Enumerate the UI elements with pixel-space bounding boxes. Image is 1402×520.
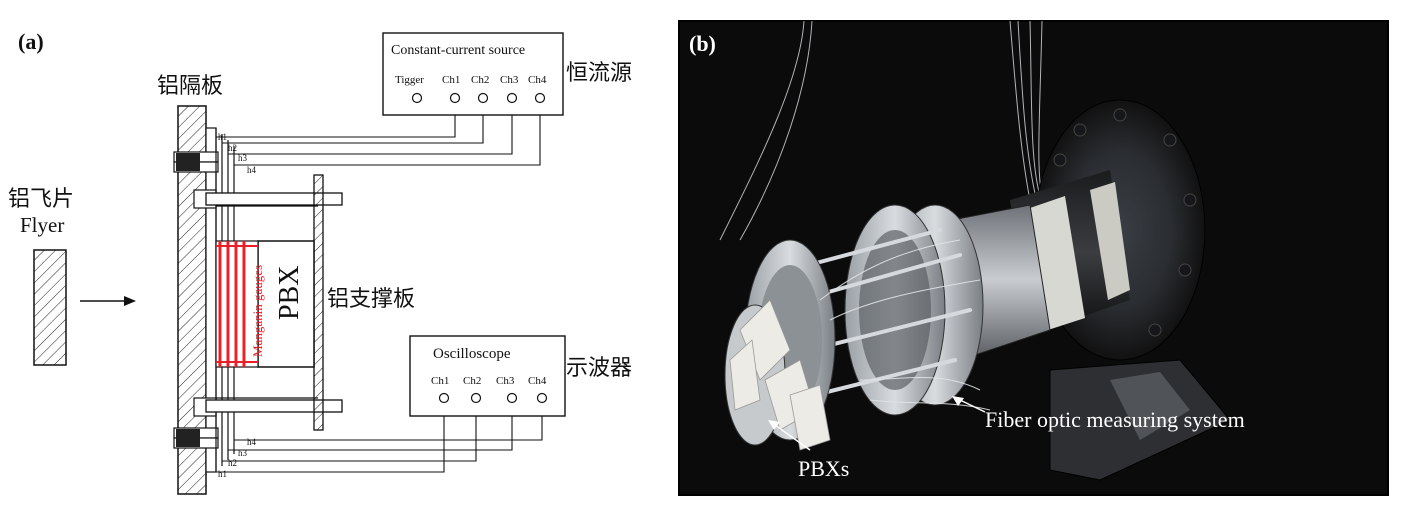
ccs-port-label: Ch4 [528,74,547,86]
ccs-title: Constant-current source [391,43,525,58]
lead-labels-bottom: h4 h3 h2 h1 [218,437,257,479]
pbx-block [257,240,315,368]
flyer-plate [33,249,67,366]
lead-labels-top: h1 h2 h3 h4 [218,132,257,175]
fiber-callout: Fiber optic measuring system [952,396,1245,432]
lead-label: h1 [218,132,227,142]
osc-cn-label: 示波器 [566,356,632,381]
ccs-port-label: Ch3 [500,74,519,86]
support-plate-label: 铝支撑板 [327,287,415,312]
ccs-port-jack [477,92,489,104]
osc-port-label: Ch4 [528,375,547,387]
fiber-callout-text: Fiber optic measuring system [985,407,1245,432]
lead-label: h3 [238,448,248,458]
ccs-port-jack [534,92,546,104]
osc-port-label: Ch2 [463,375,481,387]
osc-port-jack [438,392,450,404]
panel-b-photo: (b) Fiber optic measuring system PBXs [678,20,1389,496]
ccs-port-label: Ch1 [442,74,460,86]
support-plate [313,174,324,431]
osc-port-label: Ch1 [431,375,449,387]
ccs-port-jack [506,92,518,104]
osc-port-jack [536,392,548,404]
pbx-samples [729,299,831,451]
support-rods [205,192,343,413]
osc-port-label: Ch3 [496,375,515,387]
osc-port-jack [506,392,518,404]
oscilloscope-box: Oscilloscope Ch1 Ch2 Ch3 Ch4 [409,335,566,417]
lead-label: h4 [247,437,257,447]
panel-b-label: (b) [689,31,716,56]
gauge-label: Manganin gauges [250,265,265,357]
flyer-cn-label: 铝飞片 [8,187,74,212]
al-partition-label: 铝隔板 [157,74,223,99]
panel-a-schematic: (a) 铝飞片 Flyer 铝隔板 [8,29,632,495]
ccs-cn-label: 恒流源 [566,61,632,86]
lead-label: h2 [228,458,237,468]
osc-title: Oscilloscope [433,346,511,362]
flyer-en-label: Flyer [20,213,64,237]
al-partition-plate [173,105,219,495]
ccs-port-jack [411,92,423,104]
ccs-port-jack [449,92,461,104]
osc-port-jack [470,392,482,404]
lead-label: h3 [238,153,248,163]
pbx-label: PBX [274,266,305,320]
ccs-port-label: Ch2 [471,74,489,86]
lead-label: h2 [228,143,237,153]
impact-arrow [80,296,136,306]
pbx-callout: PBXs [768,420,849,481]
pbx-callout-text: PBXs [798,456,849,481]
panel-a-label: (a) [18,29,44,54]
constant-current-source-box: Constant-current source Tigger Ch1 Ch2 C… [382,32,564,116]
lead-label: h1 [218,469,227,479]
manganin-gauges [215,240,259,368]
hanging-cables [719,20,1043,241]
lead-label: h4 [247,165,257,175]
ccs-port-label: Tigger [395,74,424,86]
